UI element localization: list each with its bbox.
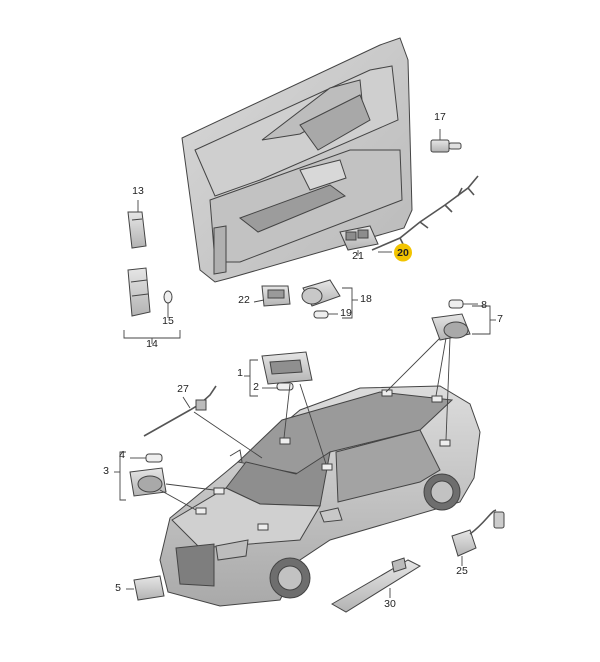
callout-number: 3 — [103, 465, 109, 477]
highlight-marker — [394, 243, 412, 262]
callout-number: 22 — [238, 294, 250, 306]
part-4-bulb — [145, 453, 163, 463]
part-27-cable — [143, 385, 217, 437]
callout-number: 8 — [481, 299, 487, 311]
callout-25: 25 — [456, 565, 468, 577]
door-trim-panel — [181, 37, 413, 283]
callout-27: 27 — [177, 383, 189, 395]
part-1-interior-lamp — [261, 351, 313, 385]
part-18-lamp — [301, 279, 341, 307]
callout-number: 18 — [360, 293, 372, 305]
callout-number: 19 — [340, 307, 352, 319]
callout-number: 20 — [397, 247, 409, 259]
callout-number: 15 — [162, 315, 174, 327]
callout-3: 3 — [103, 465, 109, 477]
callout-number: 14 — [146, 338, 158, 350]
part-5-lamp — [133, 575, 165, 601]
callout-number: 13 — [132, 185, 144, 197]
callout-number: 30 — [384, 598, 396, 610]
callout-21: 21 — [352, 250, 364, 262]
part-8-bulb — [448, 299, 464, 309]
callout-number: 25 — [456, 565, 468, 577]
part-19-bulb — [313, 310, 329, 319]
callout-18: 18 — [360, 293, 372, 305]
callout-2: 2 — [253, 381, 259, 393]
part-22-lamp — [261, 285, 291, 307]
callout-number: 17 — [434, 111, 446, 123]
callout-number: 2 — [253, 381, 259, 393]
callout-number: 7 — [497, 313, 503, 325]
part-2-bulb — [276, 382, 294, 391]
part-13-lamp — [127, 211, 147, 249]
callout-20: 20 — [394, 243, 412, 262]
callout-22: 22 — [238, 294, 250, 306]
callout-15: 15 — [162, 315, 174, 327]
part-30-sill-lamp — [330, 557, 422, 613]
callout-1: 1 — [237, 367, 243, 379]
part-3-lamp — [129, 467, 167, 497]
part-20-wiring-harness — [371, 175, 479, 251]
part-25-sensor — [451, 509, 505, 557]
part-21-switch — [339, 225, 379, 251]
callout-number: 27 — [177, 383, 189, 395]
leader-lines — [114, 129, 496, 598]
callout-number: 4 — [119, 449, 125, 461]
callout-4: 4 — [119, 449, 125, 461]
callout-8: 8 — [481, 299, 487, 311]
callout-30: 30 — [384, 598, 396, 610]
part-17-bulb-holder — [430, 139, 462, 153]
callout-7: 7 — [497, 313, 503, 325]
part-14-lamp-housing — [127, 267, 151, 317]
callout-number: 21 — [352, 250, 364, 262]
part-7-lamp — [431, 313, 471, 341]
callout-13: 13 — [132, 185, 144, 197]
callout-number: 5 — [115, 582, 121, 594]
callout-17: 17 — [434, 111, 446, 123]
callout-labels: 12 34 5 78 13 14 15 17 18 19 20 21 22 25 27 30 — [103, 111, 503, 610]
callout-19: 19 — [340, 307, 352, 319]
part-15-bulb — [163, 290, 173, 304]
callout-number: 1 — [237, 367, 243, 379]
car-illustration — [159, 385, 481, 607]
callout-5: 5 — [115, 582, 121, 594]
callout-14: 14 — [146, 338, 158, 350]
